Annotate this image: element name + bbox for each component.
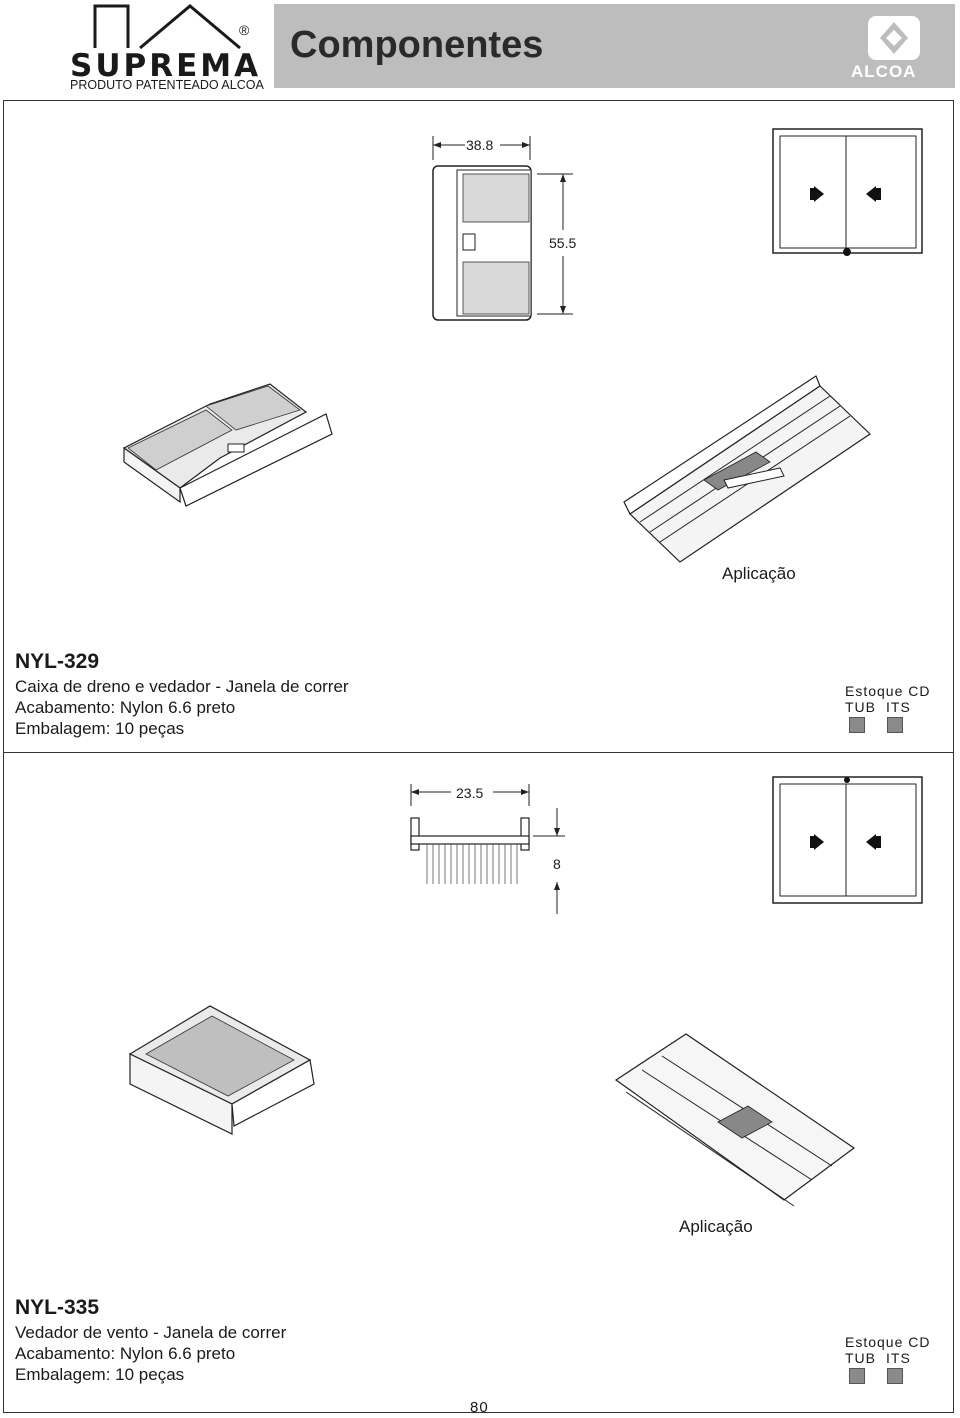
nyl-329-isometric-drawing <box>122 383 333 507</box>
nyl-329-stock-col-its: ITS <box>886 699 911 715</box>
nyl-335-stock-box-its <box>887 1368 903 1384</box>
nyl-335-code: NYL-335 <box>15 1296 100 1319</box>
nyl-335-stock-title: Estoque CD <box>845 1334 931 1350</box>
nyl-329-stock-box-tub <box>849 717 865 733</box>
sliding-window-icon <box>772 128 923 256</box>
nyl-335-application-label: Aplicação <box>679 1217 753 1236</box>
nyl-335-isometric-drawing <box>128 1005 315 1135</box>
sliding-window-icon-2 <box>772 776 923 904</box>
nyl-329-packaging: Embalagem: 10 peças <box>15 719 185 738</box>
nyl-335-stock-box-tub <box>849 1368 865 1384</box>
page-number: 80 <box>470 1399 489 1416</box>
nyl-329-application-drawing <box>623 375 871 563</box>
nyl-329-description: Caixa de dreno e vedador - Janela de cor… <box>15 677 349 696</box>
nyl-335-height-dimension: 8 <box>553 856 561 872</box>
nyl-335-front-view-drawing <box>410 784 565 914</box>
title-bar <box>274 4 955 88</box>
nyl-329-stock-col-tub: TUB <box>845 699 876 715</box>
brand-tagline: PRODUTO PATENTEADO ALCOA <box>70 78 264 92</box>
nyl-335-packaging: Embalagem: 10 peças <box>15 1365 185 1384</box>
nyl-335-width-dimension: 23.5 <box>456 785 484 801</box>
section-divider <box>3 752 954 753</box>
nyl-329-width-dimension: 38.8 <box>466 137 494 153</box>
nyl-335-description: Vedador de vento - Janela de correr <box>15 1323 287 1342</box>
nyl-335-stock-col-its: ITS <box>886 1350 911 1366</box>
page-title: Componentes <box>290 24 544 66</box>
nyl-335-stock-info: Estoque CD TUB ITS <box>845 1334 930 1384</box>
nyl-329-application-label: Aplicação <box>722 564 796 583</box>
nyl-329-stock-title: Estoque CD <box>845 683 931 699</box>
nyl-329-front-view-drawing <box>432 136 573 321</box>
page-header: SUPREMA ® PRODUTO PATENTEADO ALCOA Compo… <box>0 0 960 95</box>
alcoa-logo-icon <box>868 16 920 60</box>
nyl-329-code: NYL-329 <box>15 650 100 673</box>
nyl-335-application-drawing <box>614 1033 856 1207</box>
nyl-329-height-dimension: 55.5 <box>549 235 577 251</box>
suprema-house-icon <box>93 4 241 50</box>
nyl-329-stock-info: Estoque CD TUB ITS <box>845 683 930 733</box>
catalog-frame <box>3 100 954 1413</box>
nyl-329-finish: Acabamento: Nylon 6.6 preto <box>15 698 236 717</box>
nyl-335-finish: Acabamento: Nylon 6.6 preto <box>15 1344 236 1363</box>
nyl-329-stock-box-its <box>887 717 903 733</box>
alcoa-logo-text: ALCOA <box>851 62 917 81</box>
brand-name: SUPREMA <box>70 48 262 84</box>
suprema-logo: SUPREMA ® PRODUTO PATENTEADO ALCOA <box>0 0 270 95</box>
registered-mark: ® <box>239 22 250 38</box>
nyl-335-stock-col-tub: TUB <box>845 1350 876 1366</box>
